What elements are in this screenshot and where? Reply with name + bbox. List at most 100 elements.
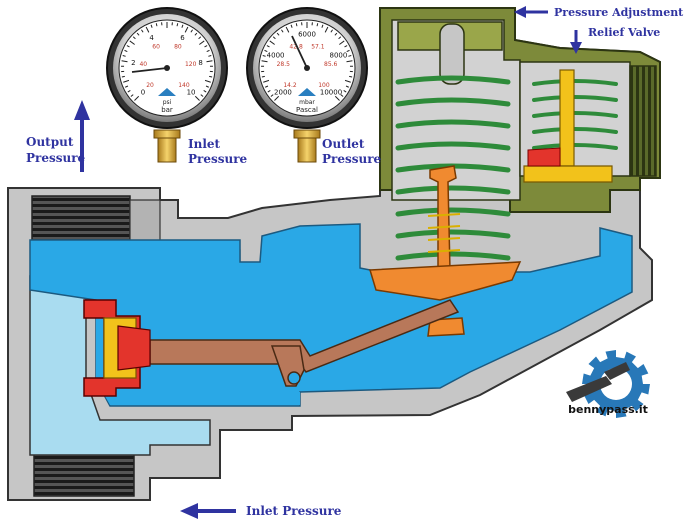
gauge-tick [270,94,274,97]
gauge-tick [199,40,205,45]
outlet-needle [291,35,308,69]
gauge-scale-label: 60 [152,44,160,51]
gauge-tick [205,85,209,88]
gauge-tick [349,75,353,78]
gauge-tick [130,94,134,97]
gauge-tick [269,40,275,45]
relief-valve-label: Relief Valve [588,26,660,39]
gauge-scale-label: 10000 [320,88,342,96]
gauge-tick [208,55,212,57]
gauge-tick [204,79,211,83]
gauge-scale-label: 8 [198,59,202,67]
gauge-tick [348,55,352,57]
gauge-tick [209,75,213,78]
gauge-tick [276,32,280,36]
valve-stem [369,165,522,337]
gauge-tick [206,60,213,63]
gauge-tick [266,45,270,48]
gauge-scale-label: 100 [318,82,330,89]
gauge-tick [261,60,268,63]
gauge-tick [190,29,193,33]
gauge-scale-label: 8000 [329,51,347,59]
gauge-tick [272,36,276,40]
gauge-tick [203,90,207,93]
gauge-tick [267,90,271,93]
gauge-tick [176,23,179,27]
gauge-tick [200,94,204,97]
gauge-tick [194,95,200,101]
gauge-tick [340,94,344,97]
gauge-scale-label: 28.5 [277,61,291,68]
gauge-tick [290,24,293,28]
output-pressure-callout: Output Pressure [26,100,90,172]
gauge-tick [281,29,284,33]
gauge-tick [122,55,126,57]
gauge-tick [334,32,338,36]
gauge-scale-label: 14.2 [283,82,297,89]
gauge-logo-icon [158,88,176,96]
outlet-unit-bottom: Pascal [296,106,318,114]
gauge-tick [129,40,135,45]
gauge-tick [321,24,324,28]
gauge-tick [126,45,130,48]
gauge-tick [264,49,268,53]
gauge-tick [285,26,290,33]
relief-thread [629,65,657,177]
inlet-unit-bottom: bar [161,106,173,114]
gauge-tick [141,29,144,33]
valve-seat [83,299,151,397]
gauge-scale-label: 42.8 [289,44,303,51]
gauge-tick [121,60,128,63]
gauge-tick [263,79,270,83]
arrow-down-icon [570,42,582,54]
gauge-scale-label: 4000 [267,51,285,59]
gauge-tick [346,60,353,63]
wrench-icon [566,376,612,402]
bonnet [379,7,661,213]
outlet-gauge-label-line2: Pressure [322,152,382,166]
inlet-needle [131,67,168,73]
gauge-scale-label: 6 [180,34,185,42]
arrow-left-icon [180,503,198,519]
gauge-scale-label: 6000 [298,30,316,38]
gauge-scale-label: 10 [187,88,196,96]
gauge-tick [339,40,345,45]
gauge-tick [121,75,125,78]
gauge-tick [334,95,340,101]
gauge-tick [316,23,319,27]
brand-logo: bennypass.it [566,350,650,418]
gauge-logo-icon [298,88,316,96]
gauge-tick [132,36,136,40]
gauge-tick [136,32,140,36]
gauge-tick [295,23,298,27]
gauge-scale-label: 80 [174,44,182,51]
gauge-scale-label: 140 [178,82,190,89]
gauge-tick [124,49,128,53]
gauge-tick [330,29,333,33]
gauge-tick [127,90,131,93]
gauge-tick [345,85,349,88]
gauge-tick [262,55,266,57]
gauge-scale-label: 0 [141,88,145,96]
main-spring [395,75,511,261]
gauge-scale-label: 20 [146,82,154,89]
lever-arm [149,299,460,387]
gauge-tick [194,32,198,36]
inlet-gauge-label-line1: Inlet [188,137,221,151]
gauge-tick [206,49,210,53]
gauge-tick [134,95,140,101]
gauge-tick [344,79,351,83]
gauge-scale-label: 2000 [274,88,292,96]
inlet-pressure-callout: Inlet Pressure [180,503,342,519]
inlet-pressure-label: Inlet Pressure [246,504,342,518]
outlet-unit-top: mbar [299,99,315,106]
gauge-scale-label: 2 [131,59,135,67]
gauge-tick [181,24,184,28]
gauge-scale-label: 40 [139,61,147,68]
gauge-tick [155,23,158,27]
diaphragm [369,261,522,301]
